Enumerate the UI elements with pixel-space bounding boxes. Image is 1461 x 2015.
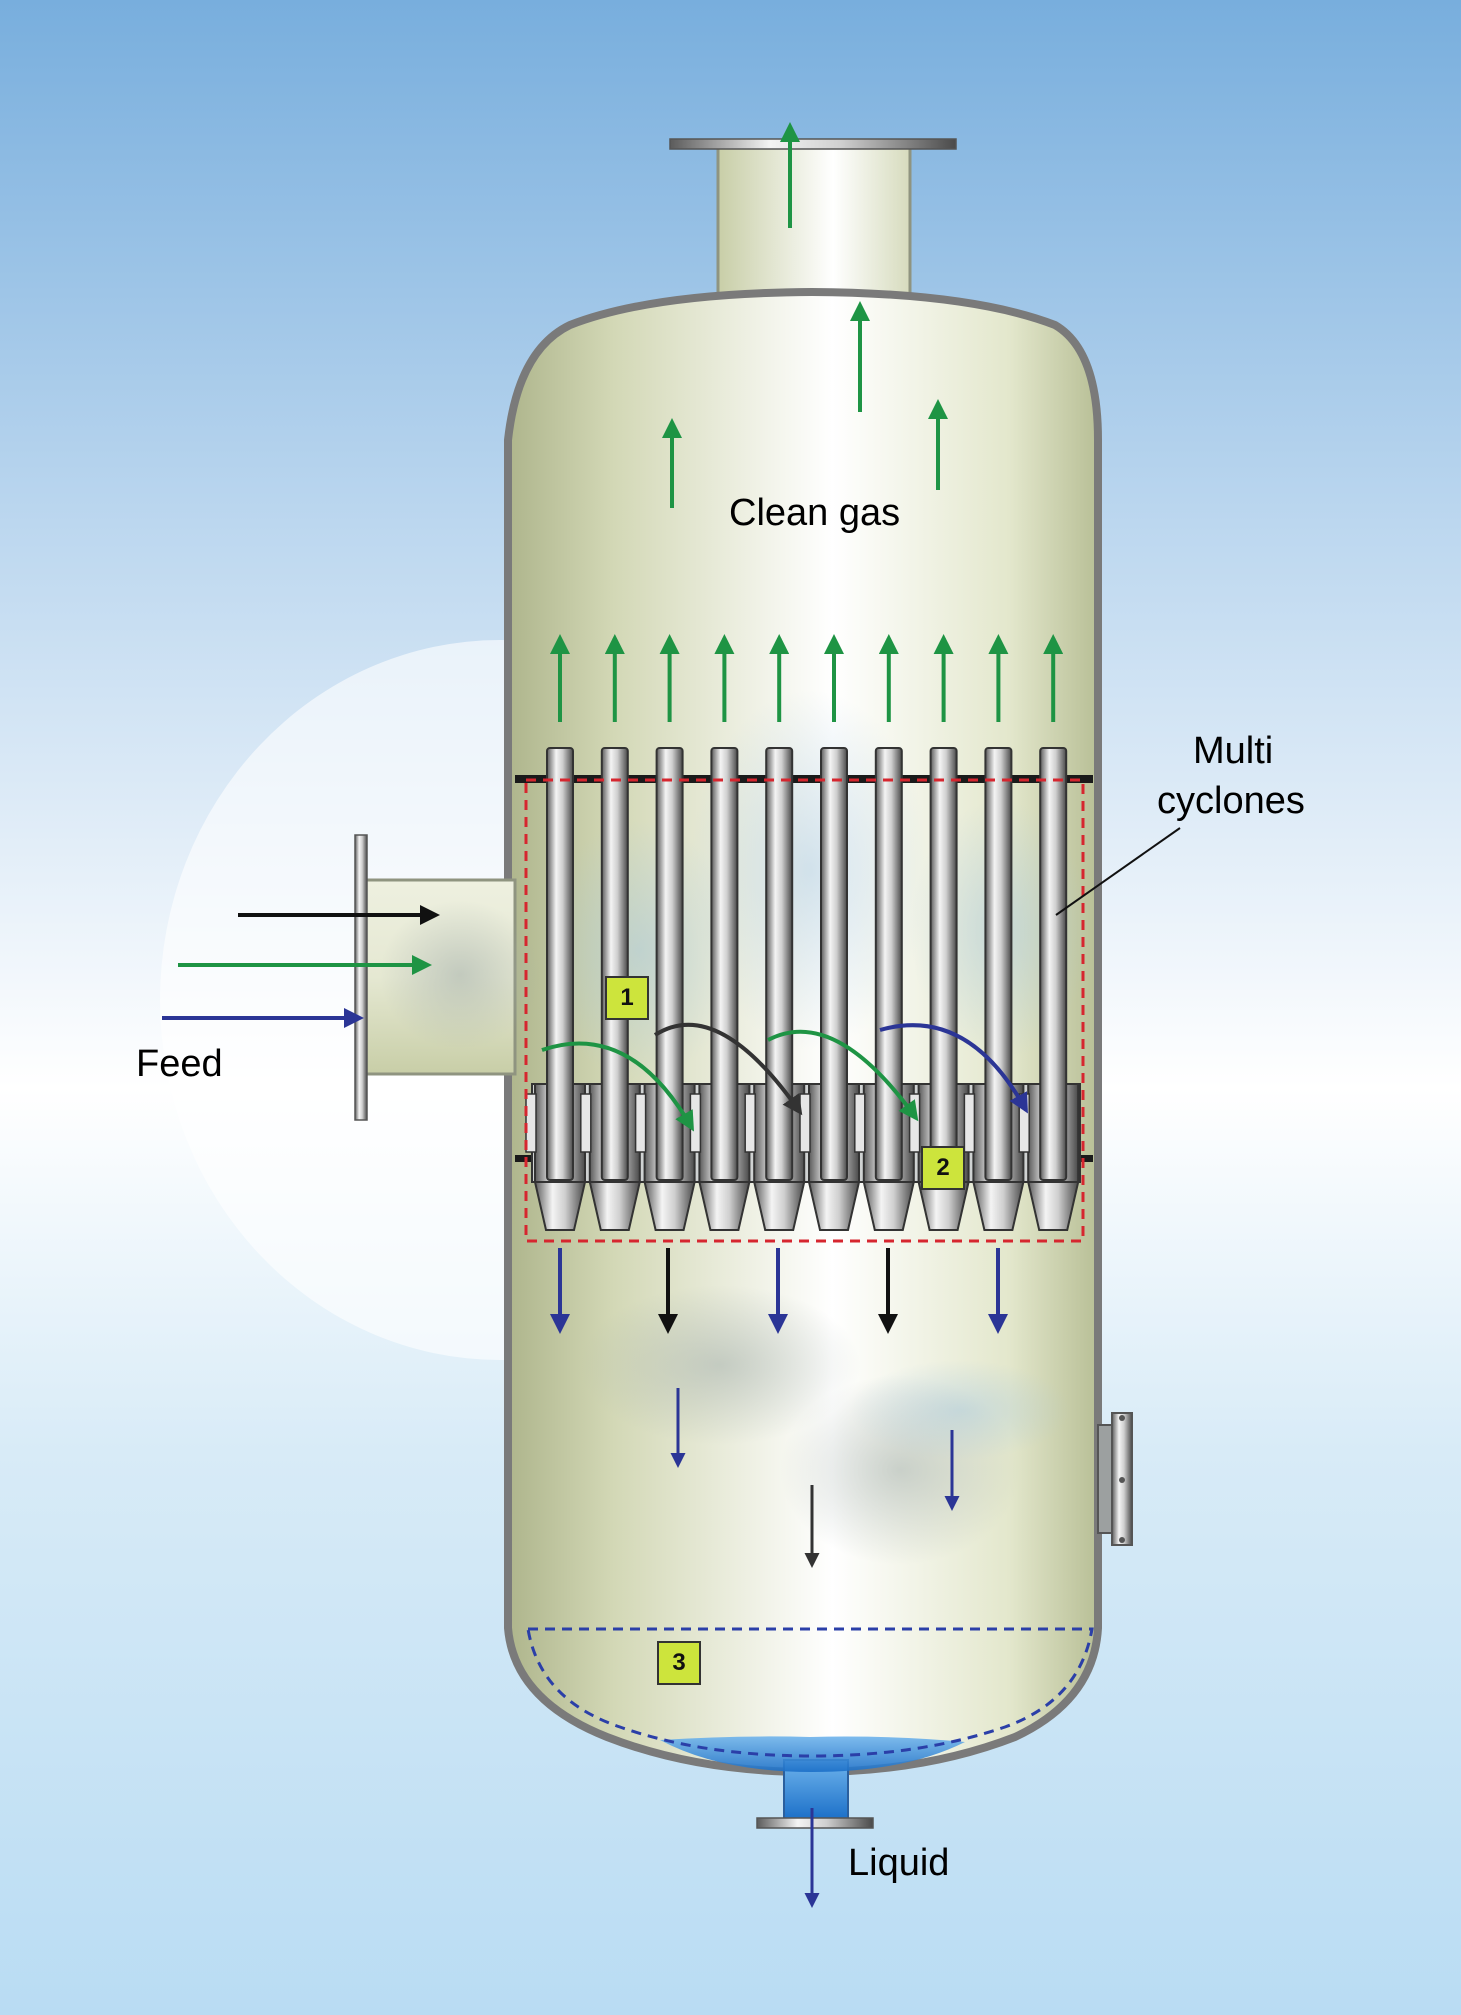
cyclone-unit [580, 747, 642, 1231]
swirl-gas-arrow-2 [767, 1029, 919, 1122]
cyclone-unit [634, 747, 696, 1231]
cyclone-zone-outline [524, 778, 1085, 1243]
multi-cyclone-bank [525, 747, 1081, 1231]
liquid-pool [660, 1736, 965, 1772]
cyclone-unit [1018, 747, 1080, 1231]
cyclone-gas-arrows [550, 634, 1064, 722]
side-manway [1097, 1412, 1133, 1546]
marker-2: 2 [921, 1146, 965, 1190]
marker-1: 1 [605, 976, 649, 1020]
cyclone-unit [689, 747, 751, 1231]
gas-outlet-nozzle [669, 138, 957, 308]
cyclone-unit [799, 747, 861, 1231]
marker-3: 3 [657, 1641, 701, 1685]
cyclones-label: cyclones [1157, 780, 1305, 822]
swirl-arrows [541, 1022, 1028, 1132]
cyclones-leader-line [1055, 827, 1181, 916]
feed-arrows [162, 905, 440, 1028]
swirl-solid-arrow [653, 1022, 803, 1116]
feed-label: Feed [136, 1043, 223, 1085]
liquid-level-outline [526, 1627, 1094, 1758]
multi-label: Multi [1193, 730, 1274, 772]
cyclone-unit [525, 747, 587, 1231]
swirl-gas-arrow-1 [541, 1041, 694, 1132]
swirl-liquid-arrow [879, 1023, 1028, 1114]
drop-arrows [550, 1248, 1008, 1908]
cyclone-unit [963, 747, 1025, 1231]
cyclone-unit [854, 747, 916, 1231]
liquid-label: Liquid [848, 1842, 950, 1884]
clean-gas-label: Clean gas [729, 492, 901, 534]
clean-gas-arrows [662, 122, 948, 508]
